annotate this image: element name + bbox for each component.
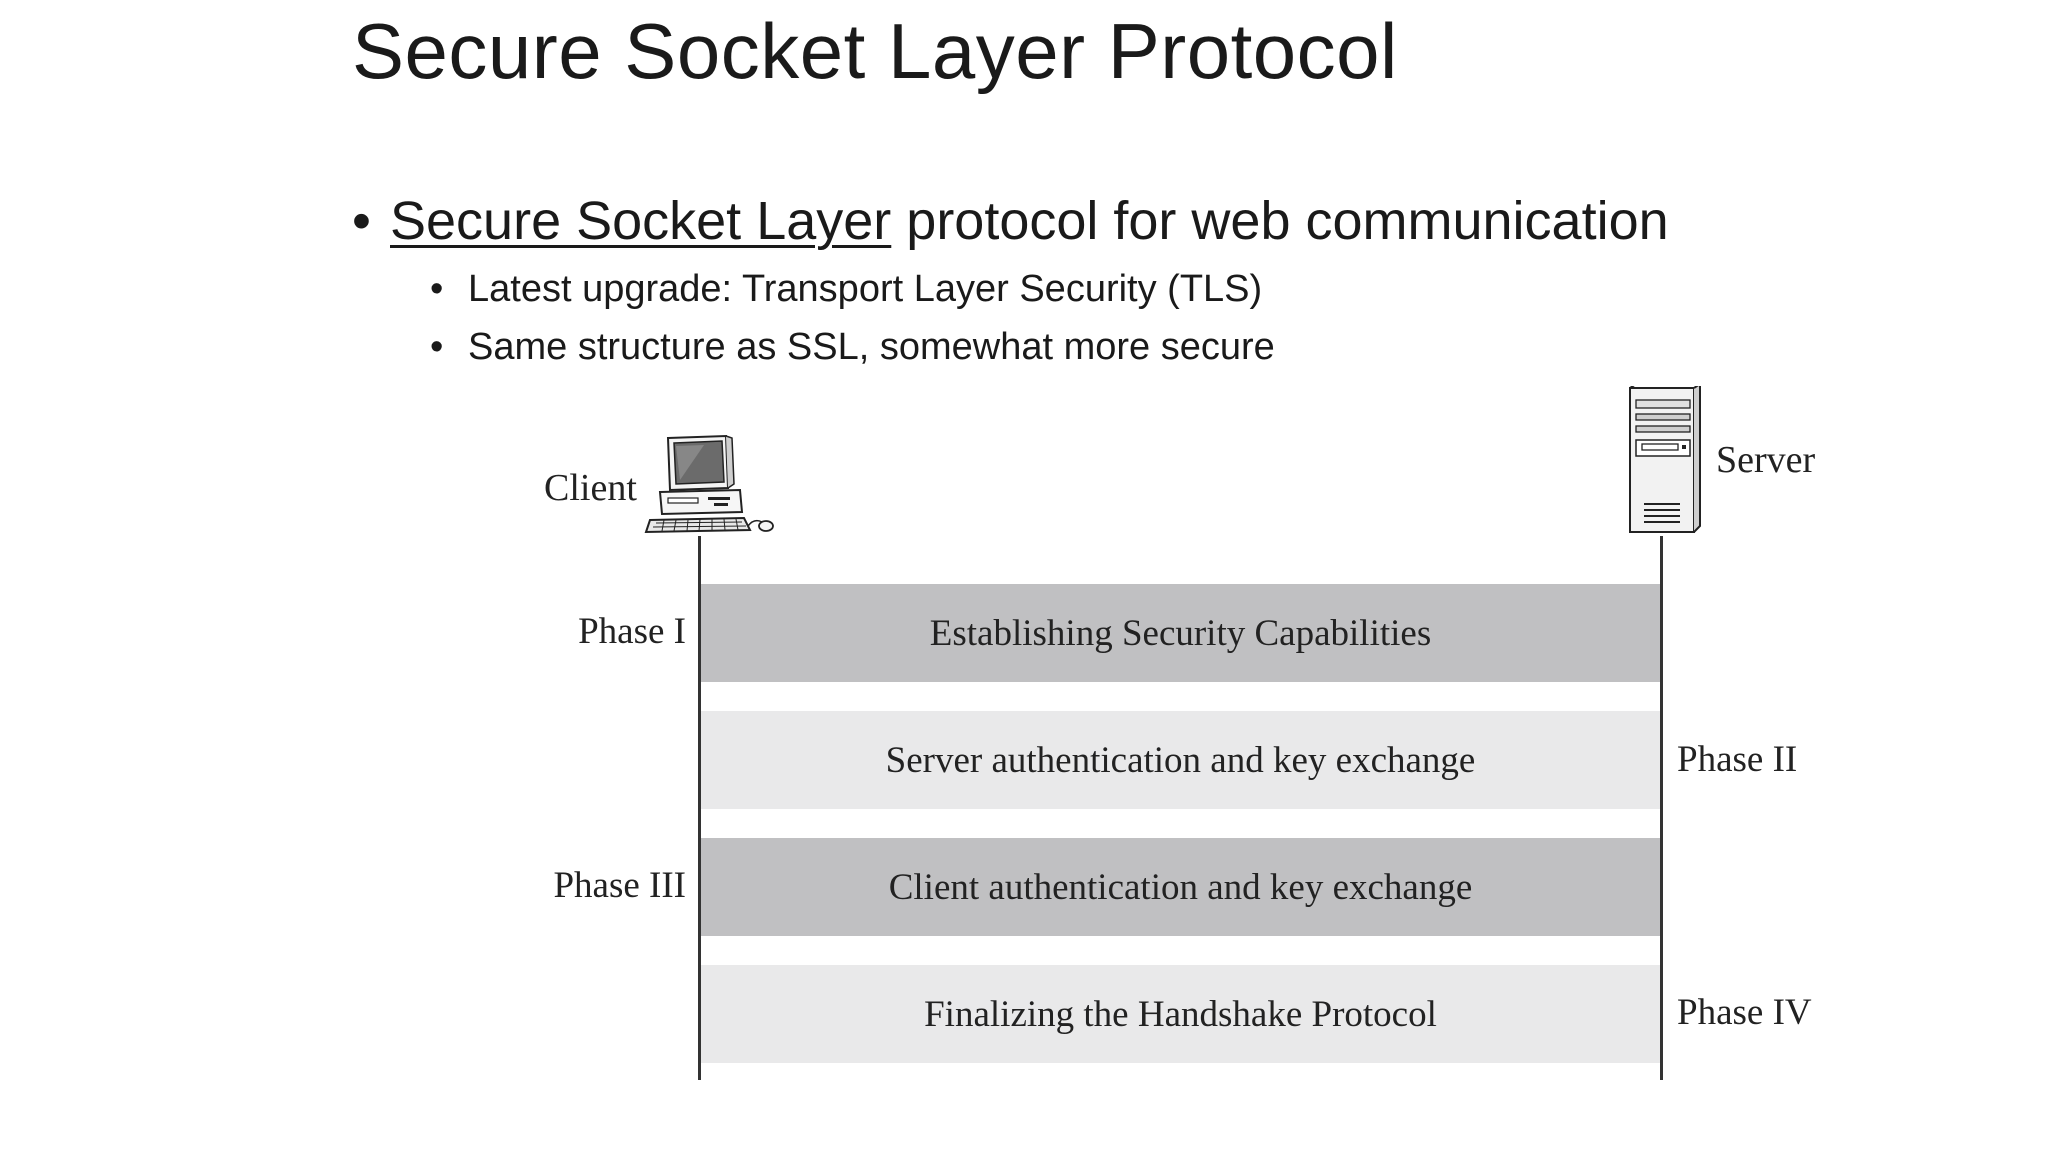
phase-band: Server authentication and key exchange bbox=[701, 711, 1660, 809]
desktop-computer-icon bbox=[644, 434, 774, 534]
sub-bullet-text: Same structure as SSL, somewhat more sec… bbox=[468, 326, 1275, 368]
bullet-dot: • bbox=[430, 268, 444, 310]
phase-band: Client authentication and key exchange bbox=[701, 838, 1660, 936]
ssl-link[interactable]: Secure Socket Layer bbox=[390, 191, 892, 251]
phase-label: Phase III bbox=[553, 865, 686, 906]
phase-label: Phase IV bbox=[1677, 992, 1812, 1033]
main-bullet-text: Secure Socket Layer protocol for web com… bbox=[390, 190, 1669, 252]
phase-band: Finalizing the Handshake Protocol bbox=[701, 965, 1660, 1063]
phase-band: Establishing Security Capabilities bbox=[701, 584, 1660, 682]
server-tower-icon bbox=[1629, 386, 1701, 533]
bullet-dot: • bbox=[352, 191, 371, 251]
client-lifeline bbox=[698, 536, 701, 1080]
server-label: Server bbox=[1716, 439, 1816, 481]
phase-label: Phase I bbox=[578, 611, 686, 652]
sub-bullet-text: Latest upgrade: Transport Layer Security… bbox=[468, 268, 1263, 310]
client-label: Client bbox=[544, 467, 637, 509]
bullet-dot: • bbox=[430, 326, 444, 368]
server-lifeline bbox=[1660, 536, 1663, 1080]
phase-label: Phase II bbox=[1677, 739, 1798, 780]
main-bullet-rest: protocol for web communication bbox=[891, 191, 1669, 251]
slide-title: Secure Socket Layer Protocol bbox=[352, 7, 1398, 95]
